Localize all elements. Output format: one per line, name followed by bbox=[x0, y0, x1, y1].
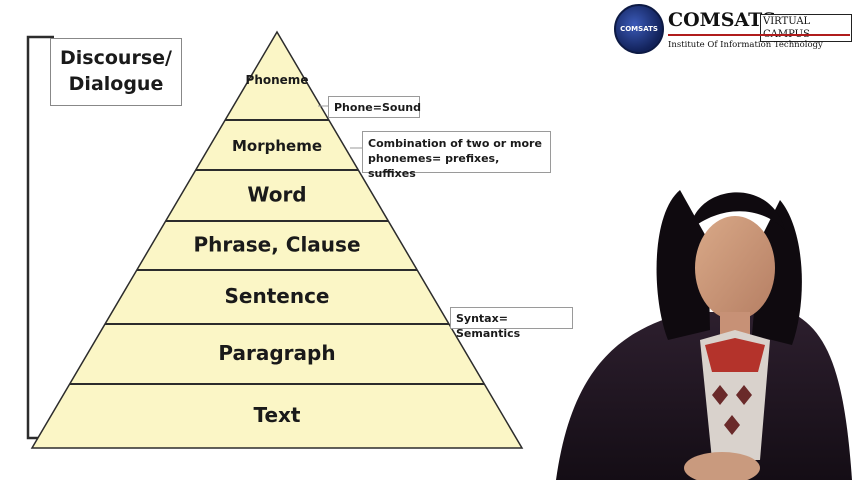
logo-rule bbox=[668, 34, 850, 36]
sentence-callout-text: Syntax= Semantics bbox=[456, 312, 521, 340]
pyramid-level-phoneme: Phoneme bbox=[246, 73, 309, 87]
pyramid-level-sentence: Sentence bbox=[225, 284, 330, 308]
pyramid-body bbox=[30, 30, 524, 449]
discourse-label-line2: Dialogue bbox=[68, 73, 164, 95]
pyramid-level-morpheme: Morpheme bbox=[232, 137, 322, 155]
comsats-logo: COMSATS COMSATS VIRTUAL CAMPUS Institute… bbox=[612, 4, 852, 56]
phoneme-callout-text: Phone=Sound bbox=[334, 101, 421, 114]
logo-tag: VIRTUAL CAMPUS bbox=[760, 14, 852, 42]
phoneme-callout: Phone=Sound bbox=[328, 96, 421, 118]
logo-subtitle: Institute Of Information Technology bbox=[668, 40, 823, 50]
comsats-emblem-icon: COMSATS bbox=[614, 4, 664, 54]
pyramid-level-paragraph: Paragraph bbox=[218, 341, 335, 365]
sentence-callout: Syntax= Semantics bbox=[450, 307, 573, 340]
logo-name: COMSATS bbox=[668, 9, 776, 31]
pyramid-level-phrase-clause: Phrase, Clause bbox=[193, 233, 360, 257]
discourse-dialogue-label: Discourse/ Dialogue bbox=[50, 38, 182, 106]
presenter-image bbox=[556, 190, 852, 480]
pyramid-level-word: Word bbox=[247, 183, 306, 207]
pyramid-level-text: Text bbox=[253, 403, 300, 427]
discourse-label-line1: Discourse/ bbox=[60, 47, 172, 69]
morpheme-callout-line1: Combination of two or more bbox=[368, 137, 542, 150]
morpheme-callout-line2: phonemes= prefixes, suffixes bbox=[368, 152, 500, 180]
morpheme-callout: Combination of two or more phonemes= pre… bbox=[362, 131, 551, 180]
